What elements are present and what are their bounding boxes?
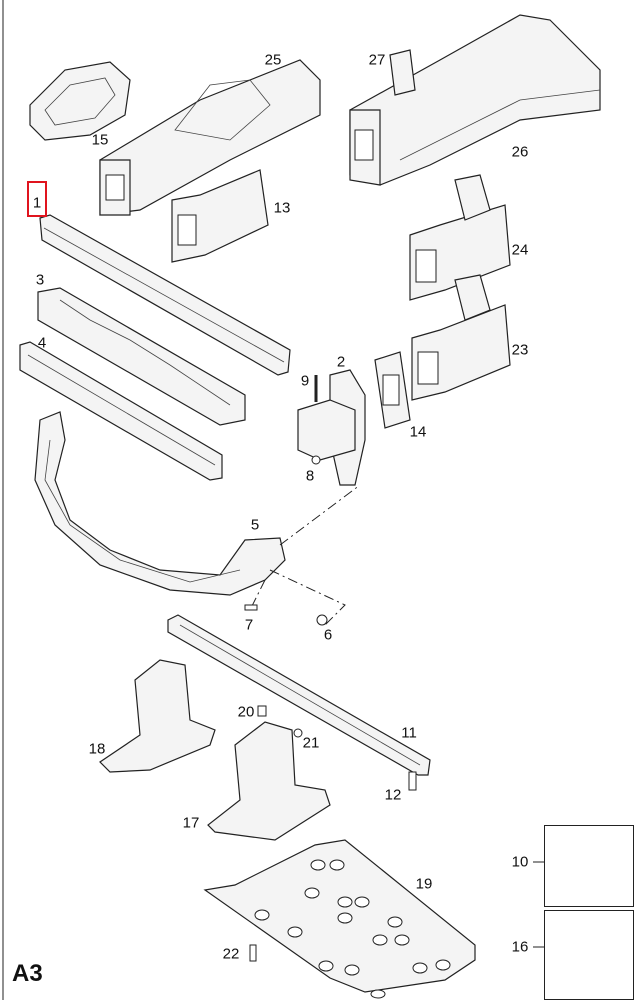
callout-24[interactable]: 24 [511, 241, 529, 259]
highlight-box-part-1 [27, 181, 47, 217]
part-6-screw [316, 614, 328, 626]
part-21-clip [293, 728, 303, 738]
callout-25[interactable]: 25 [264, 51, 282, 69]
part-26-27-rail [349, 14, 601, 186]
inset-box-spring [544, 825, 634, 907]
callout-20[interactable]: 20 [237, 703, 255, 721]
section-label: A3 [12, 960, 43, 987]
callout-3[interactable]: 3 [35, 271, 45, 289]
callout-4[interactable]: 4 [37, 334, 47, 352]
callout-1[interactable]: 1 [32, 194, 42, 212]
callout-26[interactable]: 26 [511, 143, 529, 161]
callout-13[interactable]: 13 [273, 199, 291, 217]
part-23-crash-box [411, 274, 511, 401]
callout-21[interactable]: 21 [302, 734, 320, 752]
part-20-clip [257, 705, 267, 717]
part-17-splash-shield [207, 721, 331, 841]
callout-18[interactable]: 18 [88, 740, 106, 758]
callout-10[interactable]: 10 [511, 853, 529, 871]
callout-19[interactable]: 19 [415, 875, 433, 893]
part-5-lower-support [34, 411, 286, 596]
part-7-screw [244, 604, 258, 611]
part-4-absorber [19, 341, 223, 481]
callout-16[interactable]: 16 [511, 938, 529, 956]
callout-7[interactable]: 7 [244, 616, 254, 634]
part-14-plate [374, 351, 411, 429]
callout-8[interactable]: 8 [305, 467, 315, 485]
callout-5[interactable]: 5 [250, 516, 260, 534]
callout-27[interactable]: 27 [368, 51, 386, 69]
part-22-bolt [249, 944, 257, 962]
part-11-crossmember [167, 614, 431, 776]
part-25-rail [99, 59, 321, 216]
part-12-bolt [408, 771, 417, 791]
part-15-bracket [29, 61, 131, 141]
callout-22[interactable]: 22 [222, 945, 240, 963]
part-1-bumper-beam [39, 214, 291, 376]
callout-23[interactable]: 23 [511, 341, 529, 359]
part-2-bracket [297, 369, 366, 486]
callout-12[interactable]: 12 [384, 786, 402, 804]
callout-14[interactable]: 14 [409, 423, 427, 441]
part-18-splash-shield [99, 659, 216, 773]
callout-2[interactable]: 2 [336, 353, 346, 371]
callout-6[interactable]: 6 [323, 626, 333, 644]
callout-15[interactable]: 15 [91, 131, 109, 149]
part-19-underbody-shield [203, 839, 476, 999]
part-3-energy-absorber [37, 287, 246, 426]
callout-17[interactable]: 17 [182, 814, 200, 832]
inset-box-bolt [544, 910, 634, 1000]
part-13-crash-box [171, 169, 269, 263]
callout-11[interactable]: 11 [401, 724, 417, 742]
part-8-nut [311, 455, 321, 465]
part-24-crash-box [409, 174, 511, 301]
callout-9[interactable]: 9 [300, 372, 310, 390]
